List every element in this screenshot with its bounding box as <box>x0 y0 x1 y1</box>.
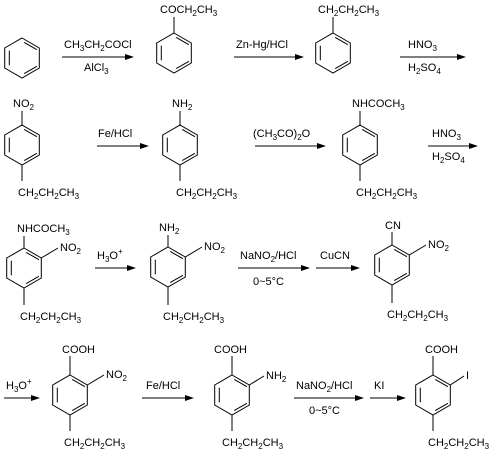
nitro-propylbenzene: NO2 CH2CH2CH3 <box>4 98 80 201</box>
m10-propyl-label: CH2CH2CH3 <box>222 437 284 451</box>
reagent-11-top: Fe/HCl <box>146 380 180 392</box>
arrow-7 <box>95 265 136 271</box>
reagent-7-top: H3O+ <box>97 247 123 264</box>
arrow-13 <box>370 395 406 401</box>
reagent-8-bottom: 0~5°C <box>253 276 284 288</box>
arrow-3 <box>400 54 466 60</box>
m6-nitro-label: NO2 <box>60 242 82 256</box>
nitro-propylbenzoic-acid: COOH NO2 CH2CH2CH3 <box>52 344 128 451</box>
m7-nitro-label: NO2 <box>204 241 226 255</box>
reagent-6-bottom: H2SO4 <box>432 151 465 165</box>
reagent-5-top: (CH3CO)2O <box>253 128 311 142</box>
m11-propyl-label: CH2CH2CH3 <box>428 437 490 451</box>
arrow-11 <box>142 395 194 401</box>
arrow-9 <box>316 265 360 271</box>
reagent-1-bottom: AlCl3 <box>84 62 109 76</box>
nitro-propylbenzonitrile: CN NO2 CH2CH2CH3 <box>374 220 450 323</box>
m9-propyl-label: CH2CH2CH3 <box>64 437 126 451</box>
m8-nitro-label: NO2 <box>428 239 450 253</box>
reagent-10-top: H3O+ <box>6 377 32 394</box>
propiophenone-acyl-label: COCH2CH3 <box>160 4 218 18</box>
reagent-3-bottom: H2SO4 <box>408 62 441 76</box>
benzene-ring <box>4 37 40 79</box>
arrow-8 <box>238 265 310 271</box>
m6-acetamido-label: NHCOCH3 <box>17 223 70 237</box>
amino-propylbenzoic-acid: COOH NH2 CH2CH2CH3 <box>214 344 287 451</box>
reagent-9-top: CuCN <box>320 250 350 262</box>
m5-propyl-label: CH2CH2CH3 <box>356 187 418 201</box>
m10-amino-label: NH2 <box>266 370 287 384</box>
m8-cyano-label: CN <box>385 220 401 232</box>
m3-nitro-label: NO2 <box>13 98 35 112</box>
m10-carboxyl-label: COOH <box>214 344 247 356</box>
arrow-6 <box>428 143 478 149</box>
nitro-propylacetanilide: NHCOCH3 NO2 CH2CH2CH3 <box>6 223 82 325</box>
m5-acetamido-label: NHCOCH3 <box>352 98 405 112</box>
reagent-3-top: HNO3 <box>408 39 437 53</box>
m4-amino-label: NH2 <box>172 98 193 112</box>
reagent-6-top: HNO3 <box>432 128 461 142</box>
arrow-5 <box>255 143 326 149</box>
reagent-12-bottom: 0~5°C <box>309 405 340 417</box>
m4-propyl-label: CH2CH2CH3 <box>176 187 238 201</box>
arrow-4 <box>97 143 149 149</box>
m7-amino-label: NH2 <box>159 222 180 236</box>
reagent-1-top: CH3CH2COCl <box>64 39 132 53</box>
reagent-2-top: Zn-Hg/HCl <box>236 39 288 51</box>
reagent-13-top: KI <box>374 380 384 392</box>
m8-propyl-label: CH2CH2CH3 <box>387 309 449 323</box>
m11-carboxyl-label: COOH <box>425 344 458 356</box>
m9-nitro-label: NO2 <box>106 369 128 383</box>
propylacetanilide: NHCOCH3 CH2CH2CH3 <box>342 98 418 201</box>
m9-carboxyl-label: COOH <box>62 344 95 356</box>
reagent-12-top: NaNO2/HCl <box>296 380 352 394</box>
propiophenone: COCH2CH3 <box>156 4 218 74</box>
reagent-4-top: Fe/HCl <box>98 128 132 140</box>
m3-propyl-label: CH2CH2CH3 <box>18 187 80 201</box>
propylbenzene: CH2CH2CH3 <box>315 4 380 74</box>
arrow-1 <box>62 54 134 60</box>
propylbenzene-propyl-label: CH2CH2CH3 <box>318 4 380 18</box>
m11-iodo-label: I <box>466 370 469 382</box>
propylaniline: NH2 CH2CH2CH3 <box>162 98 238 201</box>
arrow-10 <box>4 395 40 401</box>
arrow-12 <box>294 395 364 401</box>
arrow-2 <box>234 54 304 60</box>
m7-propyl-label: CH2CH2CH3 <box>163 311 225 325</box>
m6-propyl-label: CH2CH2CH3 <box>20 311 82 325</box>
nitro-propylaniline: NH2 NO2 CH2CH2CH3 <box>150 222 226 325</box>
iodo-propylbenzoic-acid: COOH I CH2CH2CH3 <box>415 344 490 451</box>
reagent-8-top: NaNO2/HCl <box>240 250 296 264</box>
